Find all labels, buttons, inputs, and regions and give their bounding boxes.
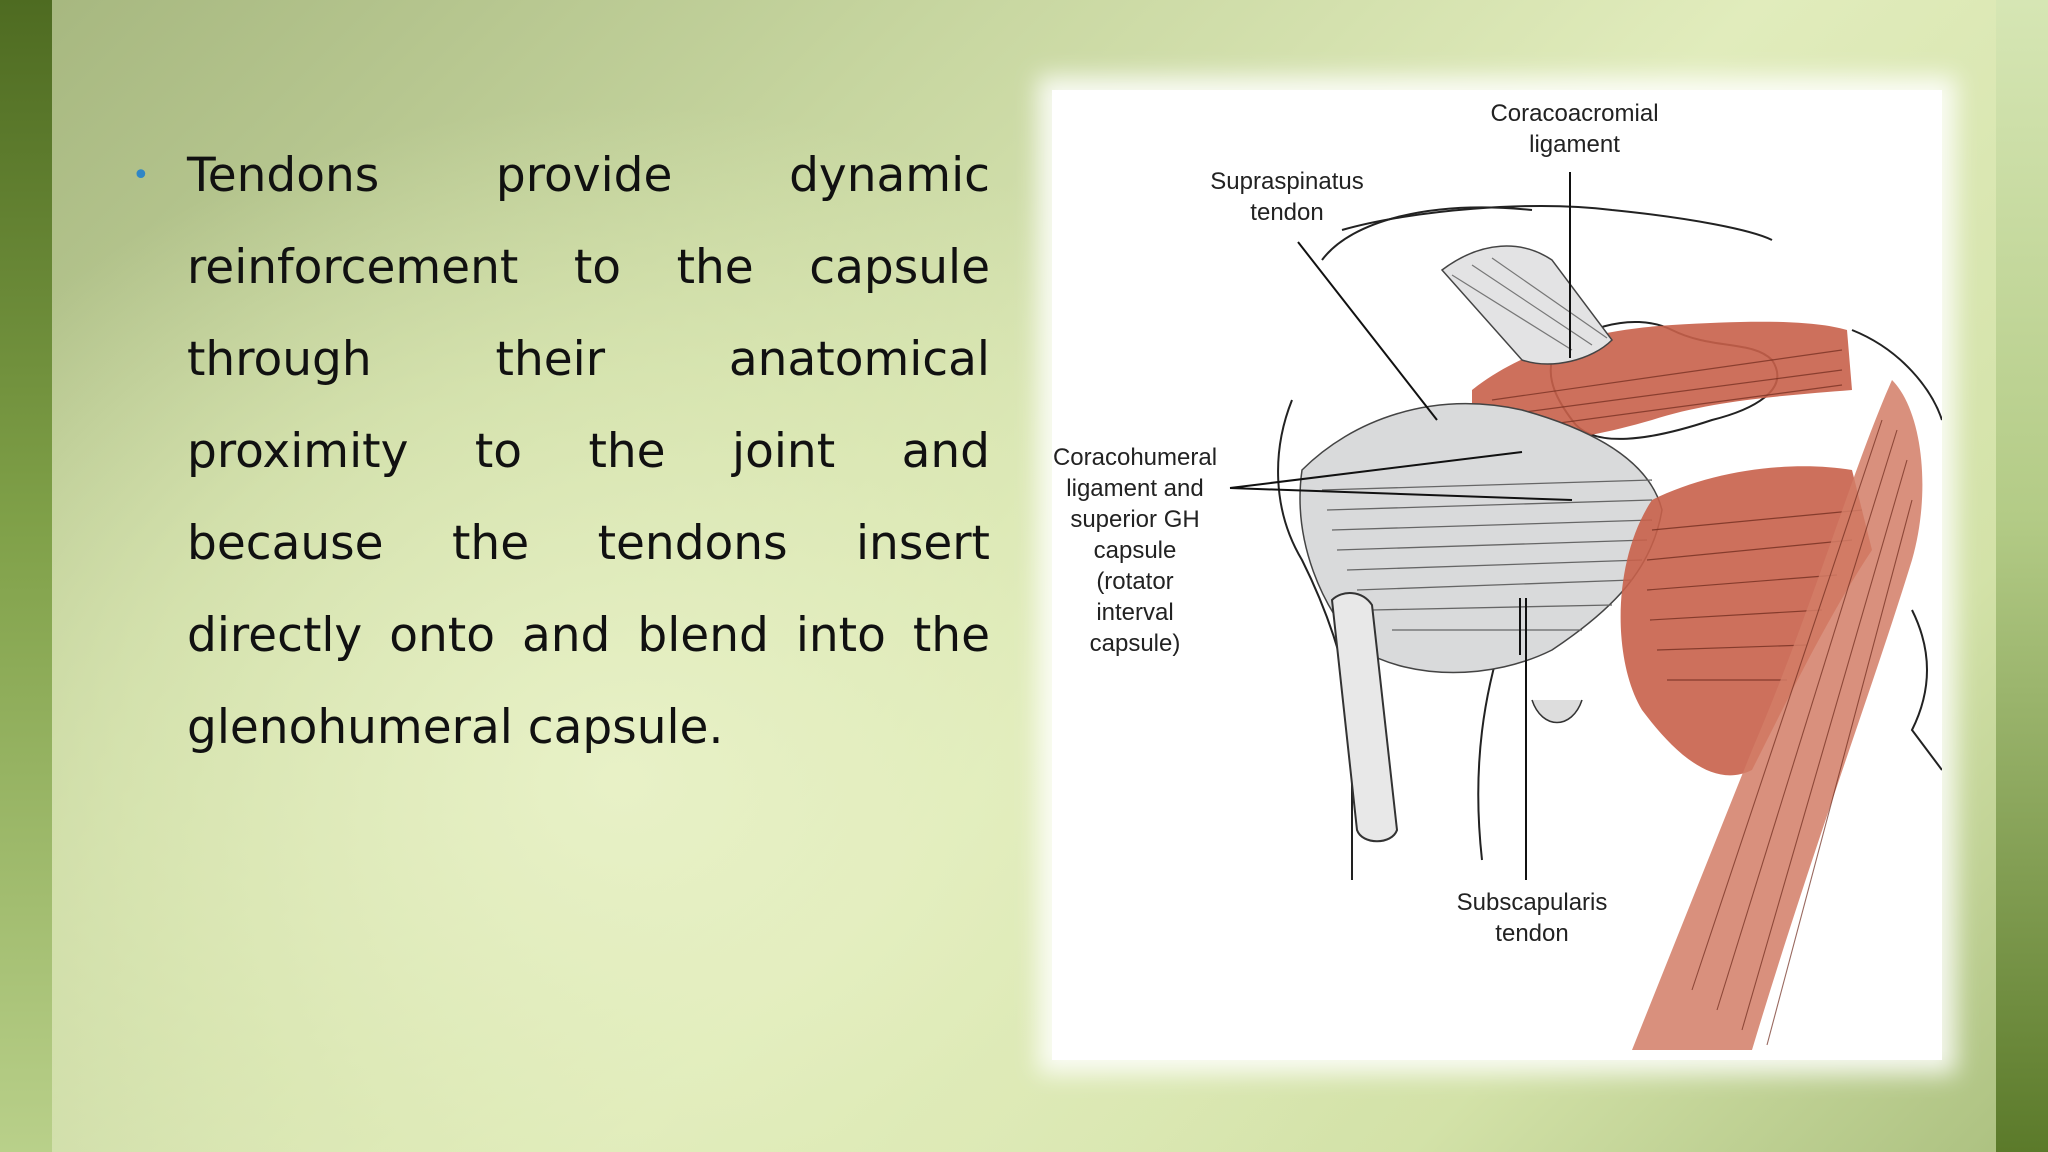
shoulder-anatomy-figure: Coracoacromial ligament Supraspinatus te… <box>1052 90 1942 1060</box>
bullet-dot-icon: • <box>132 158 150 193</box>
label-coracoacromial-ligament: Coracoacromial ligament <box>1490 100 1659 158</box>
label-subscapularis-tendon: Subscapularis tendon <box>1456 889 1608 947</box>
label-supraspinatus-tendon: Supraspinatus tendon <box>1210 168 1364 226</box>
left-decorative-bar <box>0 0 52 1152</box>
label-coracohumeral-ligament: Coracohumeral ligament and superior GH c… <box>1052 444 1218 657</box>
bullet-list: • Tendons provide dynamic reinforcement … <box>132 130 990 774</box>
bullet-paragraph: Tendons provide dynamic reinforcement to… <box>187 148 990 755</box>
right-decorative-bar <box>1996 0 2048 1152</box>
shoulder-anatomy-drawing <box>1229 172 1942 1050</box>
